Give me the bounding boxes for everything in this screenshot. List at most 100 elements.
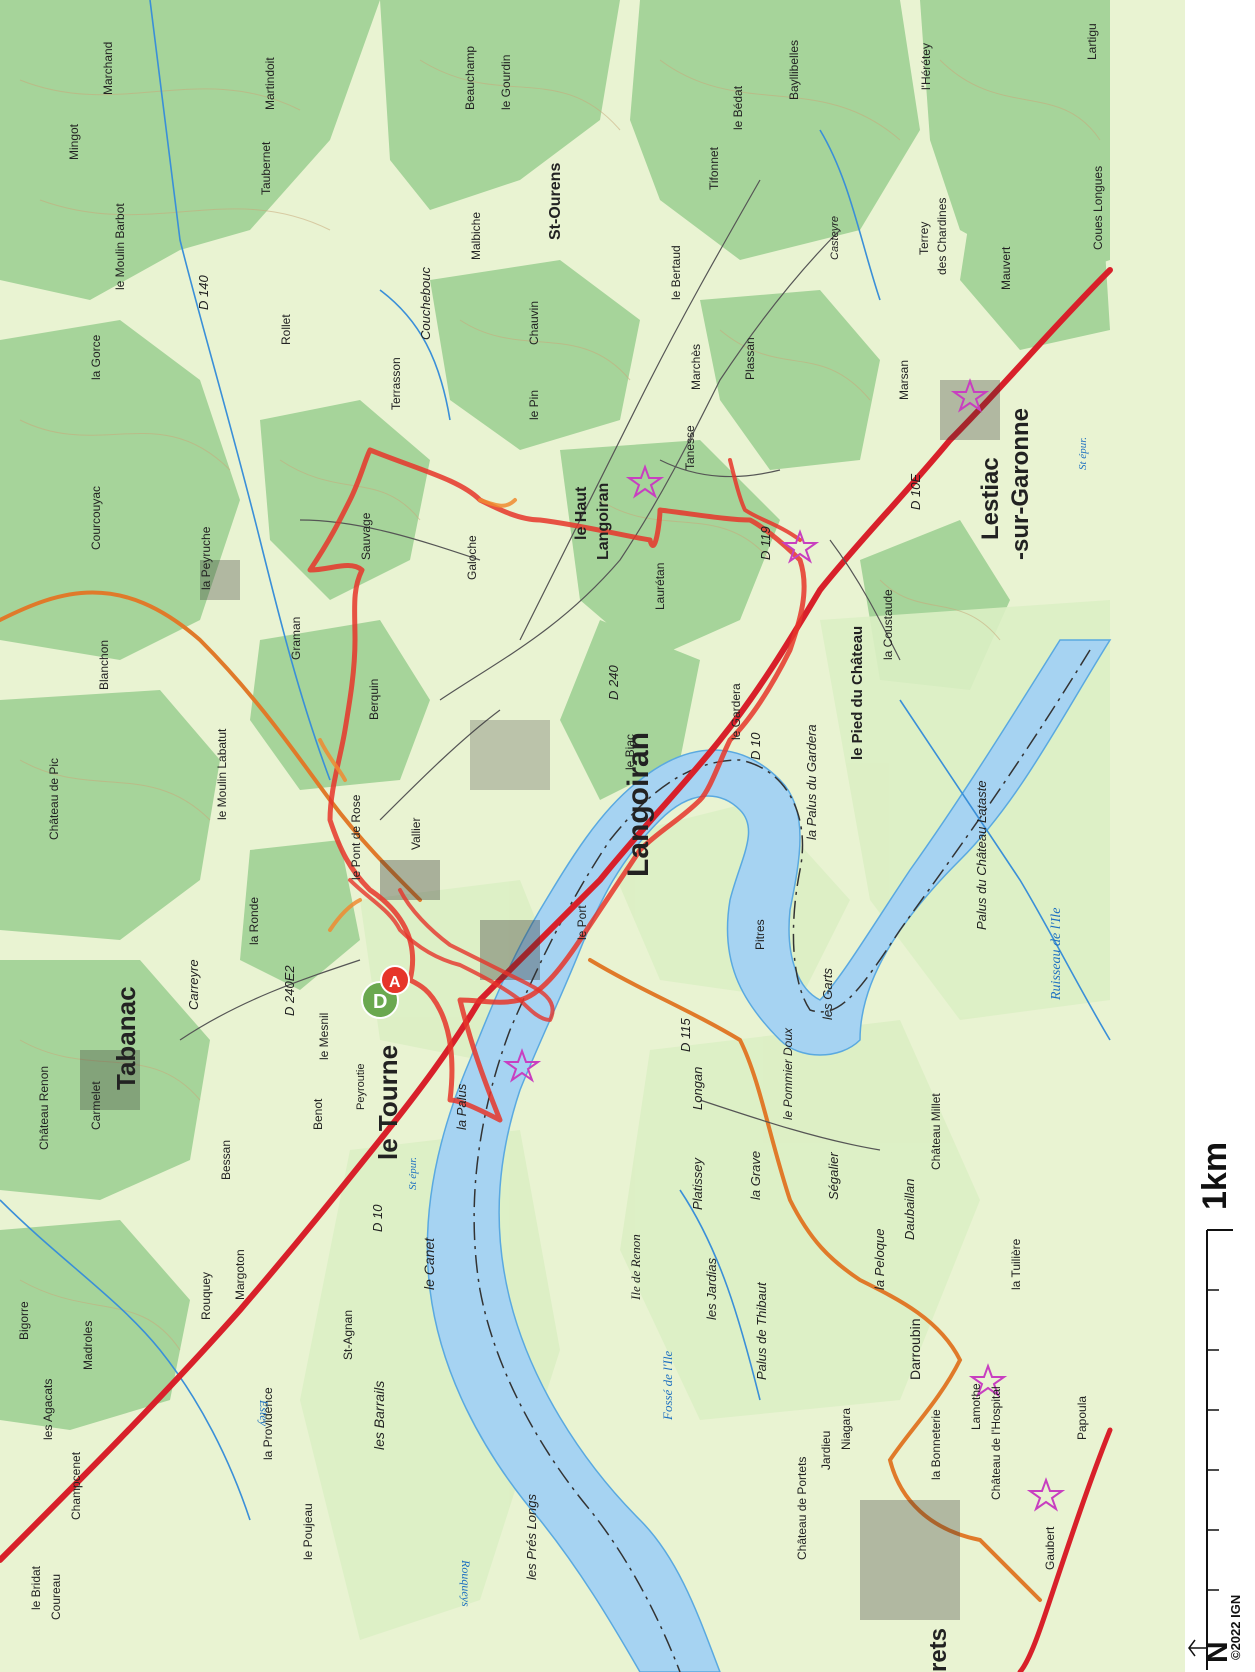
star-icon [968, 1363, 1008, 1398]
place-label: le Pin [527, 390, 541, 420]
star-icon [950, 378, 990, 413]
place-label: les Prés Longs [524, 1494, 539, 1580]
place-label: les Agacats [41, 1379, 55, 1440]
secondary-roads [179, 179, 901, 1151]
place-label: le Mesnil [317, 1013, 331, 1060]
place-label: le Moulin Labatut [215, 728, 229, 820]
contour-lines [19, 59, 1101, 1351]
place-label: Vallier [409, 818, 423, 850]
water-label: Rouqueys [459, 1559, 473, 1607]
start-marker-label: D [373, 991, 387, 1013]
place-label: Longan [690, 1067, 705, 1110]
place-label: l'Hérétey [919, 43, 933, 90]
place-label: -sur-Garonne [1007, 408, 1034, 560]
place-label: des Chardines [935, 198, 949, 275]
place-label: Casteyre [829, 216, 841, 260]
place-label: Coues Longues [1091, 166, 1105, 250]
place-label: Martindoit [263, 57, 277, 110]
place-label: le Tourne [373, 1045, 403, 1160]
place-label: les Garts [820, 967, 835, 1020]
place-label: Château de Portets [795, 1457, 809, 1560]
star-icon [780, 529, 820, 564]
map-canvas: D A Langoiran le Tourne Tabanac Lestiac … [0, 0, 1113, 1672]
copyright-label: ©2022 IGN [1228, 1594, 1243, 1660]
place-label: Plassan [743, 337, 757, 380]
place-label: Terrey [917, 222, 931, 255]
place-label: Benot [311, 1098, 325, 1130]
road-d140 [0, 590, 422, 902]
road-d115 [588, 958, 1042, 1602]
water-label: Ile de Renon [628, 1234, 643, 1301]
place-label: la Palus [454, 1083, 469, 1130]
place-label: Tabanac [111, 986, 141, 1090]
place-label: Mauvert [999, 246, 1013, 290]
place-label: Margoton [233, 1249, 247, 1300]
star-icon [1026, 1477, 1066, 1512]
place-label: Berquin [367, 679, 381, 720]
place-label: la Palus du Gardera [804, 724, 819, 840]
place-label: Madroles [81, 1321, 95, 1370]
star-icon [502, 1048, 542, 1083]
place-label: les Barrails [371, 1381, 387, 1450]
place-label: Tanesse [683, 425, 697, 470]
place-label: Bessan [219, 1140, 233, 1180]
place-label: Beauchamp [463, 46, 477, 110]
place-label: la Providence [261, 1387, 275, 1460]
place-label: Bigorre [17, 1301, 31, 1340]
road-d10-south [1017, 1427, 1113, 1672]
road-label: D 240E2 [282, 965, 297, 1016]
place-label: Champcenet [69, 1451, 83, 1520]
north-arrow-icon [1188, 1639, 1207, 1657]
place-label: le Bédat [731, 85, 745, 130]
place-label: les Jardias [704, 1257, 719, 1320]
place-label: Langoiran [622, 732, 655, 877]
place-label: Lamothe [969, 1383, 983, 1430]
place-label: Tifonnet [707, 146, 721, 190]
place-label: la Grave [748, 1151, 763, 1200]
place-label: St-Ourens [547, 163, 564, 240]
route-main-loop [307, 447, 807, 1123]
place-label: la Peloque [872, 1229, 887, 1290]
place-label: Galoche [465, 535, 479, 580]
place-label: Rollet [279, 314, 293, 345]
place-label: la Ronde [247, 897, 261, 945]
place-label: Palus du Château Lataste [974, 780, 989, 930]
place-label: Laurétan [653, 563, 667, 610]
garonne-river [426, 639, 1112, 1672]
place-label: le Pommier Doux [781, 1027, 795, 1120]
hiking-route [307, 447, 807, 1123]
place-label: le Bertaud [669, 245, 683, 300]
place-label: le Gourdin [499, 55, 513, 110]
place-label: Ségalier [826, 1152, 841, 1200]
place-label: Graman [289, 617, 303, 660]
place-label: Château de l'Hospital [989, 1386, 1003, 1500]
place-label: Peyroutie [355, 1064, 367, 1110]
place-label: Terrasson [389, 357, 403, 410]
route-alt [318, 498, 517, 932]
place-label: Bayllibelles [787, 40, 801, 100]
place-label: Carmelet [89, 1081, 103, 1130]
scale-label: 1km [1196, 1141, 1234, 1210]
place-label: Château Renon [37, 1066, 51, 1150]
place-label: le Biac [623, 734, 637, 770]
place-label: Couchebouc [418, 267, 433, 340]
place-label: Coureau [49, 1574, 63, 1620]
place-label: rets [925, 1628, 952, 1672]
place-label: le Gardera [729, 683, 743, 740]
place-label: Rouquey [199, 1272, 213, 1320]
map-sidebar [1185, 0, 1255, 1672]
start-finish-markers[interactable]: D A [361, 965, 410, 1019]
route-east-spur [728, 458, 802, 542]
road-labels: D 10 D 10 D 240 D 140 D 115 D 119 D 240E… [196, 275, 923, 1232]
topographic-map[interactable]: D A Langoiran le Tourne Tabanac Lestiac … [0, 0, 1185, 1672]
finish-marker [380, 965, 410, 995]
road-label: D 10 [748, 732, 763, 760]
road-label: D 240 [606, 665, 621, 700]
main-roads [0, 267, 1113, 1672]
scale-bar [1188, 1229, 1233, 1670]
place-label: le Poujeau [301, 1503, 315, 1560]
place-label: la Peyruche [199, 526, 213, 590]
finish-marker-label: A [389, 974, 401, 991]
place-label: le Pont de Rose [349, 794, 363, 880]
place-label: Papoula [1075, 1396, 1089, 1440]
